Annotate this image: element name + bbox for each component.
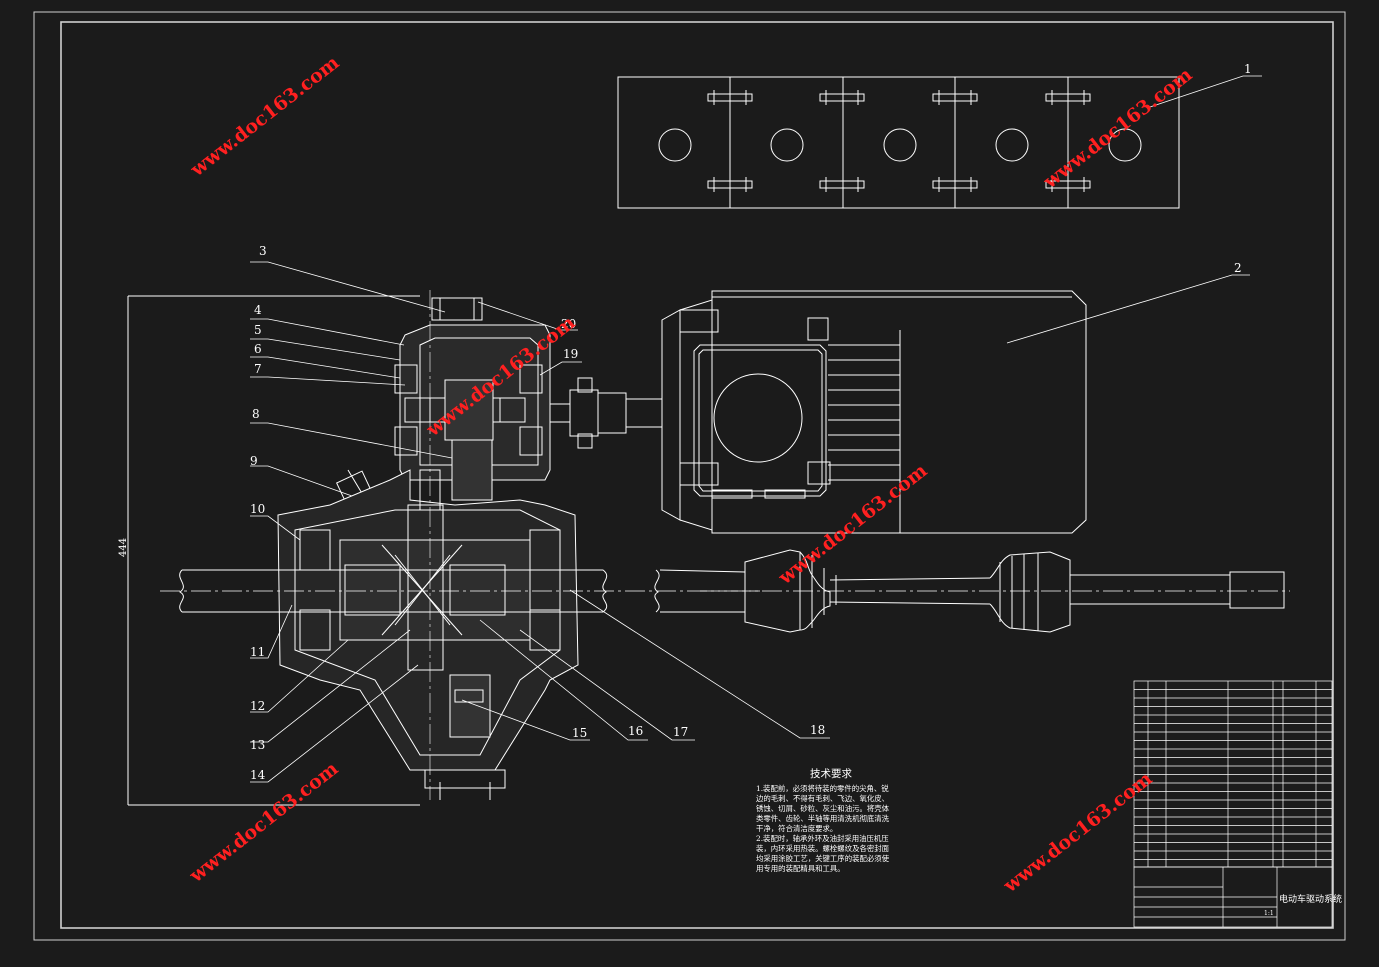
- callout-17: 17: [673, 725, 688, 739]
- callout-6: 6: [254, 342, 262, 356]
- gearbox-section-view: [127, 290, 760, 806]
- callout-15: 15: [572, 726, 587, 740]
- drawing-scale: 1:1: [1264, 910, 1274, 917]
- callout-12: 12: [250, 699, 265, 713]
- callout-9: 9: [250, 454, 258, 468]
- tech-line: 用专用的装配精具和工具。: [756, 864, 845, 873]
- leader-lines: [250, 75, 1262, 783]
- watermark-text: www.doc163.com: [999, 768, 1157, 898]
- callout-3: 3: [259, 244, 267, 258]
- tech-line: 干净，符合清洁度要求。: [756, 824, 837, 833]
- callout-10: 10: [250, 502, 265, 516]
- callout-2: 2: [1234, 261, 1242, 275]
- tech-requirements: 技术要求 1.装配前，必须将待装的零件的尖角、锐 边的毛刺、不得有毛刺、飞边、氧…: [756, 767, 890, 873]
- callout-7: 7: [254, 362, 262, 376]
- parts-list-table: [1133, 680, 1333, 928]
- callout-8: 8: [252, 407, 260, 421]
- callout-19: 19: [563, 347, 578, 361]
- tech-requirements-title: 技术要求: [810, 767, 852, 780]
- tech-line: 锈蚀、切屑、砂粒、灰尘和油污。将壳体: [756, 804, 890, 813]
- watermarks: www.doc163.com www.doc163.com www.doc163…: [185, 52, 1197, 898]
- tech-line: 类零件、齿轮、半轴等用清洗机彻底清洗: [756, 814, 890, 823]
- callout-13: 13: [250, 738, 265, 752]
- tech-line: 2.装配时，轴承外环及油封采用油压机压: [756, 834, 889, 843]
- watermark-text: www.doc163.com: [774, 460, 932, 590]
- watermark-text: www.doc163.com: [186, 52, 344, 182]
- dimension-label: 444: [118, 538, 129, 557]
- battery-pack-view: [617, 76, 1180, 209]
- motor-view: [500, 290, 1087, 534]
- half-shaft-view: [654, 549, 1290, 633]
- callout-16: 16: [628, 724, 643, 738]
- tech-line: 装，内环采用热装。螺栓螺纹及各密封面: [756, 844, 889, 853]
- title-block-text: 电动车驱动系统 1:1: [1264, 893, 1342, 917]
- callout-11: 11: [250, 645, 265, 659]
- drawing-name: 电动车驱动系统: [1279, 893, 1342, 905]
- callout-20: 20: [561, 317, 576, 331]
- watermark-text: www.doc163.com: [1039, 64, 1197, 194]
- callout-numbers: 1 2 3 4 5 6 7 8 9 10 11 12 13 14 15 16 1…: [118, 62, 1252, 782]
- tech-line: 边的毛刺、不得有毛刺、飞边、氧化皮、: [756, 794, 889, 803]
- tech-line: 1.装配前，必须将待装的零件的尖角、锐: [756, 784, 889, 793]
- tech-line: 均采用涂胶工艺，关键工序的装配必须使: [756, 854, 890, 863]
- callout-14: 14: [250, 768, 266, 782]
- callout-5: 5: [254, 323, 262, 337]
- callout-1: 1: [1244, 62, 1252, 76]
- sheet-border: [33, 11, 1346, 941]
- callout-18: 18: [810, 723, 825, 737]
- callout-4: 4: [254, 303, 262, 317]
